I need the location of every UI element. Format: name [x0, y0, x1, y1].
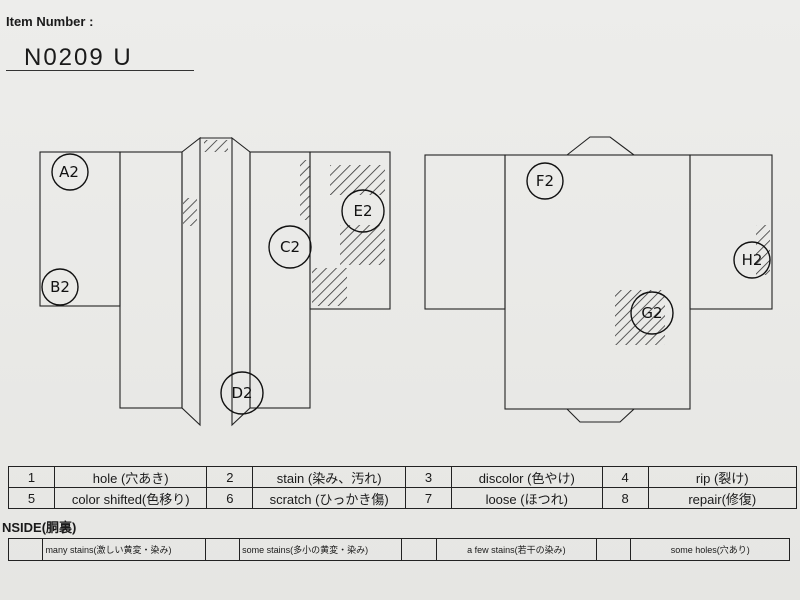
legend-num: 2: [206, 466, 254, 488]
front-left-collar: [181, 136, 201, 427]
inside-checkbox-2[interactable]: [204, 538, 241, 561]
inside-option-4: some holes(穴あり): [630, 538, 790, 561]
legend-num: 8: [601, 487, 649, 509]
inside-checkbox-3[interactable]: [401, 538, 437, 561]
inside-checkbox-4[interactable]: [595, 538, 632, 561]
inside-option-1: many stains(激しい黄変・染み): [42, 538, 206, 561]
mark-circle-e: [341, 189, 385, 233]
legend-label: discolor (色やけ): [450, 466, 603, 488]
inside-row: many stains(激しい黄変・染み) some stains(多小の黄変・…: [7, 538, 790, 561]
legend-label: hole (穴あき): [54, 466, 208, 488]
hatch-h-area: [756, 225, 770, 275]
legend-num: 6: [206, 487, 254, 509]
legend-num: 7: [404, 487, 452, 509]
legend-num: 5: [7, 487, 56, 509]
kimono-diagram: A2 B2 C2 D2 E2 F2 G2 H2: [39, 136, 773, 427]
legend-label: repair(修復): [647, 487, 798, 509]
mark-circle-h: [733, 241, 771, 279]
legend-num: 3: [404, 466, 452, 488]
mark-circle-f: [526, 162, 564, 200]
hatch-collar-top: [204, 140, 228, 152]
inside-condition-table: many stains(激しい黄変・染み) some stains(多小の黄変・…: [7, 538, 790, 561]
back-right-sleeve: [689, 154, 773, 310]
item-number-value: N0209 U: [24, 44, 133, 71]
legend-label: stain (染み、汚れ): [252, 466, 406, 488]
item-number-label: Item Number :: [6, 14, 94, 29]
legend-label: rip (裂け): [647, 466, 798, 488]
mark-d: D2: [231, 384, 252, 402]
damage-legend-table: 1 hole (穴あき) 2 stain (染み、汚れ) 3 discolor …: [7, 466, 798, 509]
item-number-underline: [6, 70, 194, 71]
legend-row: 5 color shifted(色移り) 6 scratch (ひっかき傷) 7…: [7, 487, 798, 509]
inside-section-label: NSIDE(胴裏): [2, 520, 77, 535]
back-hem-tab: [565, 408, 636, 423]
inside-checkbox-1[interactable]: [7, 538, 44, 561]
mark-b: B2: [50, 278, 70, 296]
hatch-sleeve-top: [330, 165, 385, 195]
inside-option-2: some stains(多小の黄変・染み): [239, 538, 403, 561]
mark-circle-c: [268, 225, 312, 269]
mark-e: E2: [353, 202, 372, 220]
mark-g: G2: [641, 304, 662, 322]
legend-row: 1 hole (穴あき) 2 stain (染み、汚れ) 3 discolor …: [7, 466, 798, 488]
front-right-sleeve: [309, 151, 391, 310]
back-collar: [565, 136, 636, 156]
legend-label: loose (ほつれ): [450, 487, 603, 509]
hatch-g-area: [615, 290, 665, 345]
inside-option-3: a few stains(若干の染み): [435, 538, 597, 561]
front-left-body: [119, 151, 183, 409]
legend-num: 1: [7, 466, 56, 488]
front-right-collar: [231, 136, 251, 427]
hatch-sleeve-mid: [340, 225, 385, 265]
back-body: [504, 154, 691, 410]
hatch-right-body: [300, 160, 310, 220]
mark-circle-g: [630, 291, 674, 335]
mark-h: H2: [742, 251, 763, 269]
mark-f: F2: [536, 172, 554, 190]
mark-circle-d: [220, 371, 264, 415]
legend-label: color shifted(色移り): [54, 487, 208, 509]
mark-circle-a: [51, 153, 89, 191]
legend-num: 4: [601, 466, 649, 488]
back-left-sleeve: [424, 154, 506, 310]
mark-circle-b: [41, 268, 79, 306]
hatch-collar-left: [183, 198, 197, 226]
hatch-sleeve-bottom: [312, 268, 347, 306]
mark-a: A2: [59, 163, 79, 181]
mark-c: C2: [280, 238, 300, 256]
legend-label: scratch (ひっかき傷): [252, 487, 406, 509]
